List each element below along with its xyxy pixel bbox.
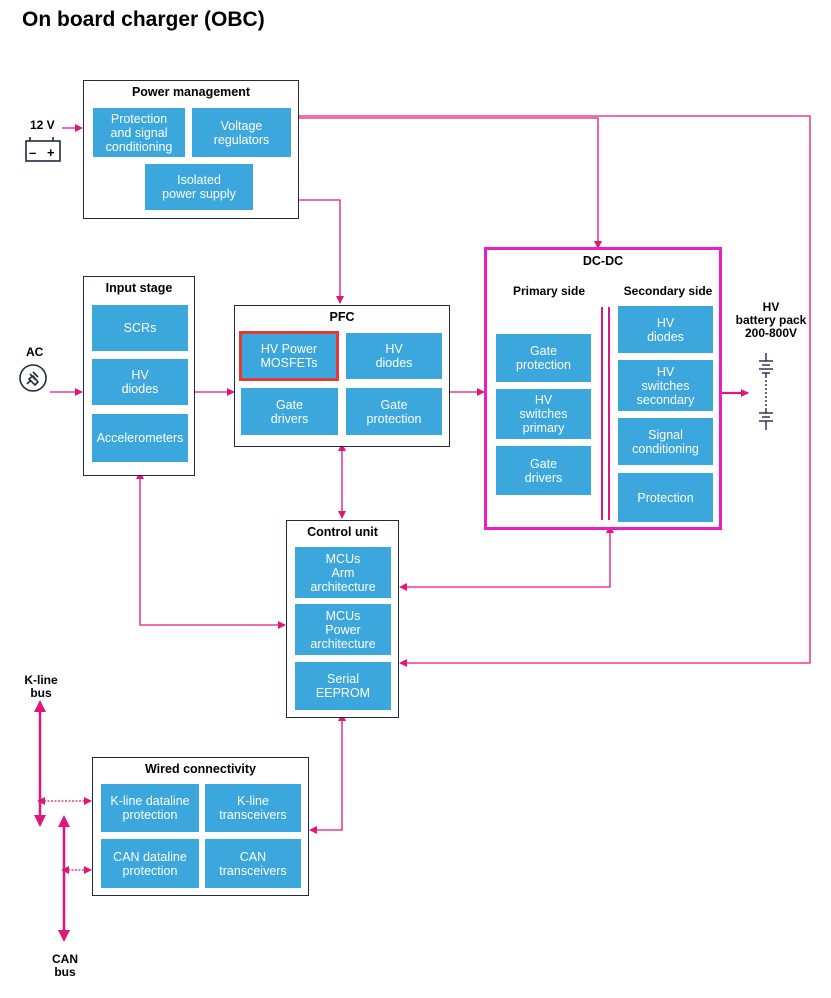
dcdc-primary-title: Primary side bbox=[512, 284, 586, 298]
kline-dataline-protection-block: K-line dataline protection bbox=[101, 784, 199, 832]
dcdc-title: DC-DC bbox=[582, 254, 624, 268]
pfc-title: PFC bbox=[329, 310, 355, 324]
line-pm-to-control bbox=[298, 115, 811, 667]
dcdc-signal-conditioning-block: Signal conditioning bbox=[618, 418, 713, 465]
input-hv-diodes-block: HV diodes bbox=[92, 359, 188, 405]
power-management-group: Power management Protection and signal c… bbox=[83, 80, 299, 219]
mcus-power-block: MCUs Power architecture bbox=[295, 604, 391, 655]
line-control-wired bbox=[309, 713, 346, 834]
dcdc-secondary-title: Secondary side bbox=[623, 284, 713, 298]
dcdc-hv-switches-secondary-block: HV switches secondary bbox=[618, 360, 713, 411]
control-unit-group: Control unit MCUs Arm architecture MCUs … bbox=[286, 520, 399, 718]
scrs-block: SCRs bbox=[92, 305, 188, 351]
ac-plug-icon bbox=[19, 364, 47, 392]
wired-connectivity-title: Wired connectivity bbox=[144, 762, 257, 776]
page-title: On board charger (OBC) bbox=[22, 8, 265, 31]
pfc-gate-protection-block: Gate protection bbox=[346, 388, 442, 435]
hv-power-mosfets-block: HV Power MOSFETs bbox=[239, 331, 339, 381]
isolation-barrier-right bbox=[608, 307, 610, 520]
protection-signal-conditioning-block: Protection and signal conditioning bbox=[93, 108, 185, 157]
dcdc-hv-diodes-block: HV diodes bbox=[618, 306, 713, 353]
isolated-power-supply-block: Isolated power supply bbox=[145, 164, 253, 210]
wired-connectivity-group: Wired connectivity K-line dataline prote… bbox=[92, 757, 309, 896]
serial-eeprom-block: Serial EEPROM bbox=[295, 662, 391, 710]
can-transceivers-block: CAN transceivers bbox=[205, 839, 301, 888]
pfc-hv-diodes-block: HV diodes bbox=[346, 333, 442, 379]
pfc-group: PFC HV Power MOSFETs HV diodes Gate driv… bbox=[234, 305, 450, 447]
battery-minus-label: – bbox=[29, 145, 37, 160]
hv-battery-icon bbox=[759, 353, 773, 430]
dcdc-protection-block: Protection bbox=[618, 473, 713, 522]
mcus-arm-block: MCUs Arm architecture bbox=[295, 547, 391, 598]
accelerometers-block: Accelerometers bbox=[92, 414, 188, 462]
battery-icon bbox=[25, 137, 61, 162]
input-stage-title: Input stage bbox=[105, 281, 173, 295]
dcdc-group: DC-DC Primary side Secondary side Gate p… bbox=[484, 247, 722, 530]
dcdc-gate-protection-block: Gate protection bbox=[496, 334, 591, 382]
dcdc-hv-switches-primary-block: HV switches primary bbox=[496, 389, 591, 439]
can-dataline-protection-block: CAN dataline protection bbox=[101, 839, 199, 888]
kline-bus-label: K-line bus bbox=[24, 673, 58, 700]
dcdc-gate-drivers-block: Gate drivers bbox=[496, 446, 591, 495]
hv-battery-label: HV battery pack 200-800V bbox=[735, 300, 807, 340]
can-bus-label: CAN bus bbox=[52, 952, 78, 979]
pfc-gate-drivers-block: Gate drivers bbox=[241, 388, 338, 435]
input-stage-group: Input stage SCRs HV diodes Accelerometer… bbox=[83, 276, 195, 476]
power-management-title: Power management bbox=[131, 85, 251, 99]
line-dcdc-control bbox=[399, 525, 614, 591]
line-pm-to-dcdc bbox=[298, 117, 602, 249]
line-input-control bbox=[136, 471, 286, 629]
battery-plus-label: + bbox=[47, 145, 55, 160]
ac-label: AC bbox=[26, 345, 44, 359]
voltage-regulators-block: Voltage regulators bbox=[192, 108, 291, 157]
isolation-barrier-left bbox=[601, 307, 603, 520]
kline-transceivers-block: K-line transceivers bbox=[205, 784, 301, 832]
control-unit-title: Control unit bbox=[307, 525, 378, 539]
battery-12v-label: 12 V bbox=[30, 118, 55, 132]
